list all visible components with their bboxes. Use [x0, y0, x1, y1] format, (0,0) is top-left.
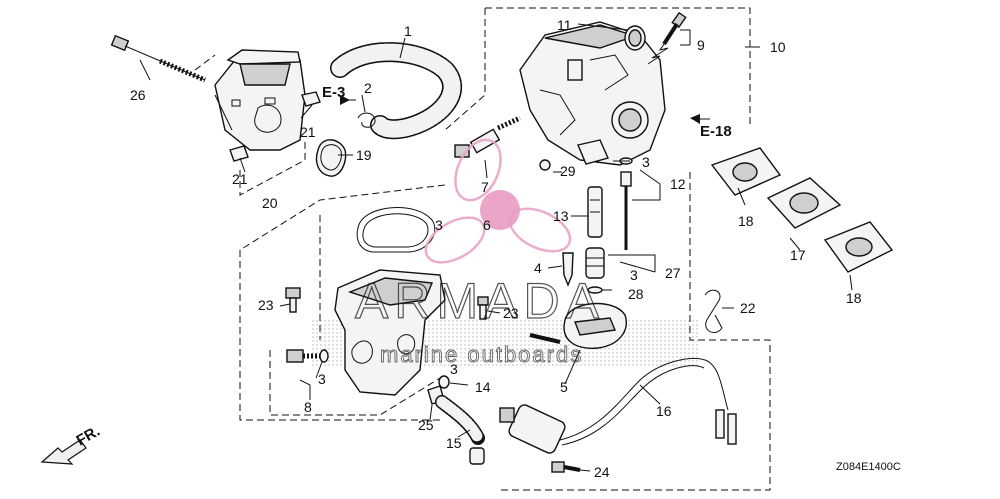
screw-24 [551, 461, 581, 473]
screw-29 [539, 159, 551, 171]
fuel-cut-solenoid-16 [499, 357, 737, 454]
label-3-float: 3 [630, 267, 638, 283]
group-outline-top-left [194, 54, 306, 196]
gasket-18-upper [710, 147, 782, 196]
tube-end-15 [469, 447, 485, 465]
label-18-lower: 18 [846, 290, 862, 306]
label-26: 26 [130, 87, 146, 103]
label-23-right: 23 [503, 305, 519, 321]
needle-12 [620, 171, 632, 250]
clip-21-lower [229, 145, 249, 162]
part-labels: 26 1 2 21 19 21 20 11 9 10 7 29 3 12 13 … [130, 17, 862, 480]
jet-27 [585, 247, 605, 279]
label-21-upper: 21 [300, 124, 316, 140]
screw-23-left [285, 287, 301, 313]
watermark-brand: ARMADA [355, 273, 605, 329]
label-6: 6 [483, 217, 491, 233]
ref-arrow-e3: E-3 [322, 84, 356, 105]
washer-14 [438, 375, 450, 389]
label-3-top: 3 [642, 154, 650, 170]
wire-clip-22 [704, 289, 723, 333]
front-marker: FR. [40, 423, 103, 465]
hose-clip-2 [357, 112, 376, 128]
label-27: 27 [665, 265, 681, 281]
label-19: 19 [356, 147, 372, 163]
float-valve-4 [562, 252, 574, 287]
group-outline-top-mid [444, 8, 486, 131]
label-23-left: 23 [258, 297, 274, 313]
label-3-drain: 3 [318, 371, 326, 387]
label-11: 11 [557, 17, 572, 33]
ref-e3: E-3 [322, 84, 345, 101]
float-5 [529, 302, 627, 349]
label-18-upper: 18 [738, 213, 754, 229]
label-4: 4 [534, 260, 542, 276]
group-outline-lower [269, 215, 446, 416]
watermark-logo [424, 138, 572, 264]
clip-21-upper [301, 91, 321, 107]
label-16: 16 [656, 403, 672, 419]
label-21-lower: 21 [232, 171, 248, 187]
label-15: 15 [446, 435, 462, 451]
carburetor-body-10 [519, 21, 666, 166]
label-24: 24 [594, 464, 610, 480]
bolt-26 [110, 34, 206, 83]
diagram-code: Z084E1400C [836, 461, 901, 473]
label-10: 10 [770, 39, 786, 55]
label-28: 28 [628, 286, 644, 302]
label-3-gasket: 3 [435, 217, 443, 233]
label-2: 2 [364, 80, 372, 96]
pilot-screw-9 [647, 11, 687, 65]
label-13: 13 [553, 208, 569, 224]
label-12: 12 [670, 176, 686, 192]
float-chamber [334, 269, 446, 396]
label-14: 14 [475, 379, 491, 395]
intake-silencer-20 [214, 49, 306, 151]
watermark-tagline: marine outboards [380, 342, 583, 367]
main-nozzle-13 [587, 186, 603, 238]
label-25: 25 [418, 417, 434, 433]
gasket-18-lower [823, 221, 894, 273]
label-7: 7 [481, 179, 489, 195]
group-outline-main [239, 7, 771, 491]
label-29: 29 [560, 163, 576, 179]
float-chamber-gasket-6 [356, 207, 436, 253]
label-3-washer: 3 [450, 361, 458, 377]
cap-11 [624, 25, 646, 51]
ref-arrow-e18: E-18 [690, 114, 732, 140]
screw-23-right [477, 296, 489, 320]
leader-lines [139, 23, 853, 472]
label-17: 17 [790, 247, 806, 263]
label-20: 20 [262, 195, 278, 211]
label-9: 9 [697, 37, 705, 53]
label-22: 22 [740, 300, 756, 316]
label-8: 8 [304, 399, 312, 415]
label-1: 1 [404, 23, 412, 39]
label-5: 5 [560, 379, 568, 395]
ref-e18: E-18 [700, 123, 732, 140]
drain-screw-8 [286, 349, 329, 363]
insulator-17 [766, 177, 842, 229]
